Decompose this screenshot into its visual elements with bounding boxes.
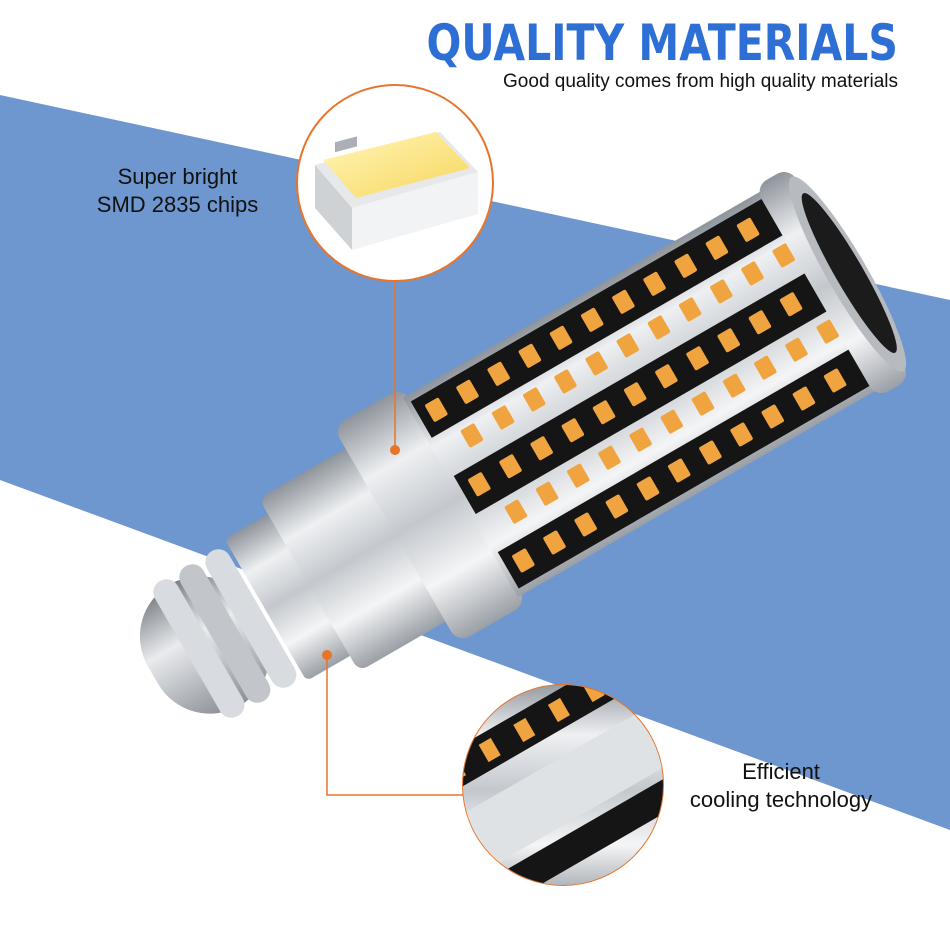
callout-chips-text: Super bright SMD 2835 chips (70, 163, 285, 219)
led-chip (674, 253, 697, 278)
led-chip (456, 379, 479, 404)
led-chip (730, 422, 753, 447)
led-chip (592, 400, 616, 425)
led-corn-bulb-icon (139, 171, 907, 718)
led-chip (710, 279, 733, 304)
led-chip (585, 351, 608, 376)
led-chip (460, 423, 484, 448)
detail-circle-chip (296, 84, 494, 282)
led-chip (543, 530, 566, 555)
led-chip (491, 405, 515, 430)
callout-cooling-text: Efficient cooling technology (666, 758, 896, 814)
led-chip (717, 328, 740, 353)
callout-cooling-line1: Efficient (742, 759, 820, 784)
led-chip (598, 445, 621, 470)
led-chip (792, 386, 816, 411)
led-chip (691, 391, 715, 416)
led-chip (512, 548, 535, 573)
led-chip (624, 382, 647, 407)
led-chip (554, 369, 577, 394)
led-chip (574, 512, 597, 537)
led-chip (705, 235, 729, 260)
led-chip (468, 472, 491, 497)
led-chip (779, 292, 803, 317)
led-chip (668, 458, 691, 483)
led-chip (535, 481, 559, 506)
led-chip (518, 343, 542, 368)
led-chip (736, 217, 760, 242)
led-chip (785, 337, 808, 362)
callout-chips-line2: SMD 2835 chips (96, 192, 259, 217)
led-chip (823, 368, 847, 393)
led-chip (567, 463, 590, 488)
led-chip (741, 261, 764, 286)
page-subtitle: Good quality comes from high quality mat… (503, 71, 898, 92)
led-chip (643, 271, 666, 296)
led-chip (549, 325, 573, 350)
detail-circle-cooling (462, 684, 664, 886)
smd-chip-icon (315, 132, 478, 250)
led-chip (660, 409, 683, 434)
led-chip (581, 307, 604, 332)
led-chip (425, 397, 448, 422)
led-chip (499, 454, 522, 479)
led-chip (699, 440, 722, 465)
led-chip (629, 427, 652, 452)
led-chip (504, 499, 528, 524)
led-chip (561, 418, 585, 443)
led-chip (616, 333, 639, 358)
led-chip (761, 404, 784, 429)
led-chip (612, 289, 635, 314)
page-title: QUALITY MATERIALS (426, 14, 898, 72)
led-chip (678, 297, 702, 322)
led-chip (530, 436, 553, 461)
led-chip (655, 364, 678, 389)
led-chip (722, 373, 746, 398)
heat-sink-fin-icon (463, 685, 663, 885)
led-chip (754, 355, 777, 380)
screw-base (139, 511, 357, 718)
led-chip (605, 494, 629, 519)
callout-cooling-line2: cooling technology (689, 787, 873, 812)
led-chip (772, 243, 795, 268)
led-chip (487, 361, 510, 386)
callout-chips-line1: Super bright (117, 164, 238, 189)
led-chip (647, 315, 671, 340)
led-chip (686, 346, 709, 371)
led-chip (816, 319, 839, 344)
led-chip (523, 387, 546, 412)
led-chip (748, 310, 772, 335)
callout-line-cooling (326, 655, 463, 796)
led-chip (636, 476, 660, 501)
